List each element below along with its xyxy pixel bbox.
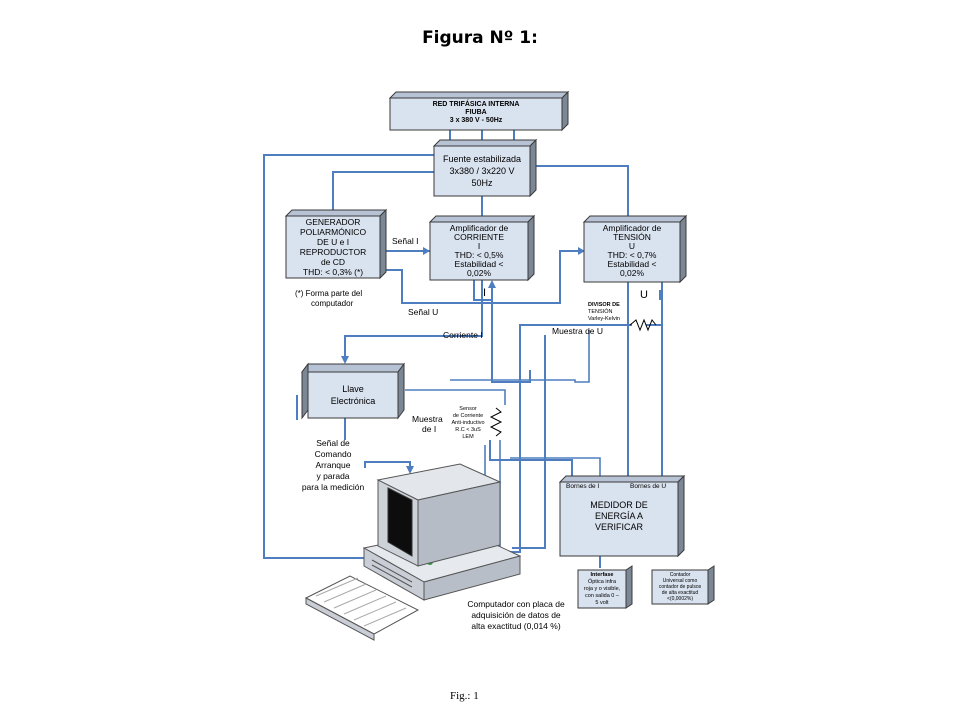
forma-parte-line-1: (*) Forma parte del	[295, 289, 362, 298]
interfase-line-2: Óptica infra	[588, 578, 617, 585]
interfase-block: Interfase Óptica infra roja y o visible,…	[577, 565, 633, 609]
generador-line-6: THD: < 0,3% (*)	[303, 267, 363, 277]
wiring	[263, 128, 663, 568]
amp-tension-line-2: TENSIÓN	[613, 232, 651, 242]
muestra-i-line-1: Muestra	[412, 414, 443, 424]
fuente-line-2: 3x380 / 3x220 V	[449, 166, 514, 176]
red-line-2: FIUBA	[465, 109, 486, 116]
llave-line-2: Electrónica	[331, 396, 376, 406]
amp-tension-line-5: Estabilidad <	[608, 259, 657, 269]
contador-line-1: Contador	[670, 572, 691, 578]
generador-line-4: REPRODUCTOR	[300, 247, 366, 257]
generador-line-1: GENERADOR	[306, 217, 361, 227]
amp-corriente-line-1: Amplificador de	[450, 223, 509, 233]
amp-tension-line-1: Amplificador de	[603, 223, 662, 233]
amp-corriente-line-2: CORRIENTE	[454, 232, 504, 242]
contador-line-4: de alta exactitud	[662, 590, 699, 596]
computador-line-3: alta exactitud (0,014 %)	[471, 621, 560, 631]
sensor-line-4: R.C < 3uS	[455, 427, 481, 433]
generador-line-2: POLIARMÓNICO	[300, 227, 367, 237]
fuente-line-3: 50Hz	[471, 178, 493, 188]
interfase-line-3: roja y o visible,	[584, 586, 621, 592]
senal-comando-line-3: Arranque	[316, 460, 351, 470]
interfase-line-1: Interfase	[591, 572, 614, 578]
contador-line-3: contador de pulsos	[659, 584, 702, 590]
amp-corriente-line-5: Estabilidad <	[455, 259, 504, 269]
sensor-line-3: Anti-inductivo	[451, 420, 484, 426]
muestra-u-label: Muestra de U	[552, 326, 603, 336]
forma-parte-line-2: computador	[311, 299, 354, 308]
i-mark: I	[483, 287, 486, 299]
senal-comando-line-2: Comando	[315, 449, 352, 459]
divisor-line-1: DIVISOR DE	[588, 302, 620, 308]
red-line-3: 3 x 380 V - 50Hz	[450, 117, 503, 124]
bornes-i-label: Bornes de I	[566, 483, 599, 490]
llave-line-1: Llave	[342, 384, 364, 394]
medidor-block: Bornes de I Bornes de U MEDIDOR DE ENERG…	[558, 474, 686, 558]
sensor-line-1: Sensor	[459, 406, 477, 412]
medidor-line-1: MEDIDOR DE	[590, 500, 648, 510]
generador-line-5: de CD	[321, 257, 345, 267]
u-mark: U	[640, 289, 648, 301]
amp-tension-line-6: 0,02%	[620, 268, 645, 278]
llave-block: Llave Electrónica	[301, 362, 405, 420]
computador-line-1: Computador con placa de	[467, 599, 565, 609]
sensor-line-5: LEM	[462, 434, 474, 440]
contador-line-5: <(0,0002%)	[667, 596, 693, 602]
divisor-line-2: TENSIÓN	[588, 308, 612, 315]
red-line-1: RED TRIFÁSICA INTERNA	[433, 99, 520, 108]
figure-caption: Fig.: 1	[450, 690, 479, 702]
amp-tension-line-3: U	[629, 241, 635, 251]
senal-i-label: Señal I	[392, 236, 418, 246]
sensor-line-2: de Corriente	[453, 413, 483, 419]
amp-tension-line-4: THD: < 0,7%	[608, 250, 657, 260]
corriente-i-label: Corriente I	[443, 330, 483, 340]
interfase-line-5: 5 volt	[595, 600, 609, 606]
contador-line-2: Universal como	[663, 578, 698, 584]
divisor-line-3: Varley-Kelvin	[588, 316, 620, 322]
amp-corriente-block: Amplificador de CORRIENTE I THD: < 0,5% …	[428, 214, 536, 282]
red-trifasica-block: RED TRIFÁSICA INTERNA FIUBA 3 x 380 V - …	[388, 90, 570, 132]
figure-title: Figura Nº 1:	[422, 28, 538, 48]
senal-u-label: Señal U	[408, 307, 438, 317]
senal-comando-line-5: para la medición	[302, 482, 365, 492]
amp-corriente-line-4: THD: < 0,5%	[455, 250, 504, 260]
fuente-block: Fuente estabilizada 3x380 / 3x220 V 50Hz	[432, 138, 538, 198]
amp-tension-block: Amplificador de TENSIÓN U THD: < 0,7% Es…	[582, 214, 688, 284]
divisor-resistor-symbol	[629, 318, 657, 332]
medidor-line-3: VERIFICAR	[595, 522, 644, 532]
sensor-resistor-symbol	[489, 407, 503, 437]
amp-corriente-line-6: 0,02%	[467, 268, 492, 278]
generador-line-3: DE U e I	[317, 237, 349, 247]
bornes-u-label: Bornes de U	[630, 483, 666, 490]
medidor-line-2: ENERGÍA A	[595, 511, 643, 521]
muestra-i-line-2: de I	[422, 424, 436, 434]
computer-illustration	[304, 463, 522, 641]
senal-comando-line-1: Señal de	[316, 438, 350, 448]
interfase-line-4: con salida 0 –	[585, 593, 620, 599]
fuente-line-1: Fuente estabilizada	[443, 154, 521, 164]
generador-block: GENERADOR POLIARMÓNICO DE U e I REPRODUC…	[284, 208, 388, 280]
contador-block: Contador Universal como contador de puls…	[651, 565, 715, 605]
computador-line-2: adquisición de datos de	[471, 610, 561, 620]
amp-corriente-line-3: I	[478, 241, 480, 251]
senal-comando-line-4: y parada	[316, 471, 349, 481]
